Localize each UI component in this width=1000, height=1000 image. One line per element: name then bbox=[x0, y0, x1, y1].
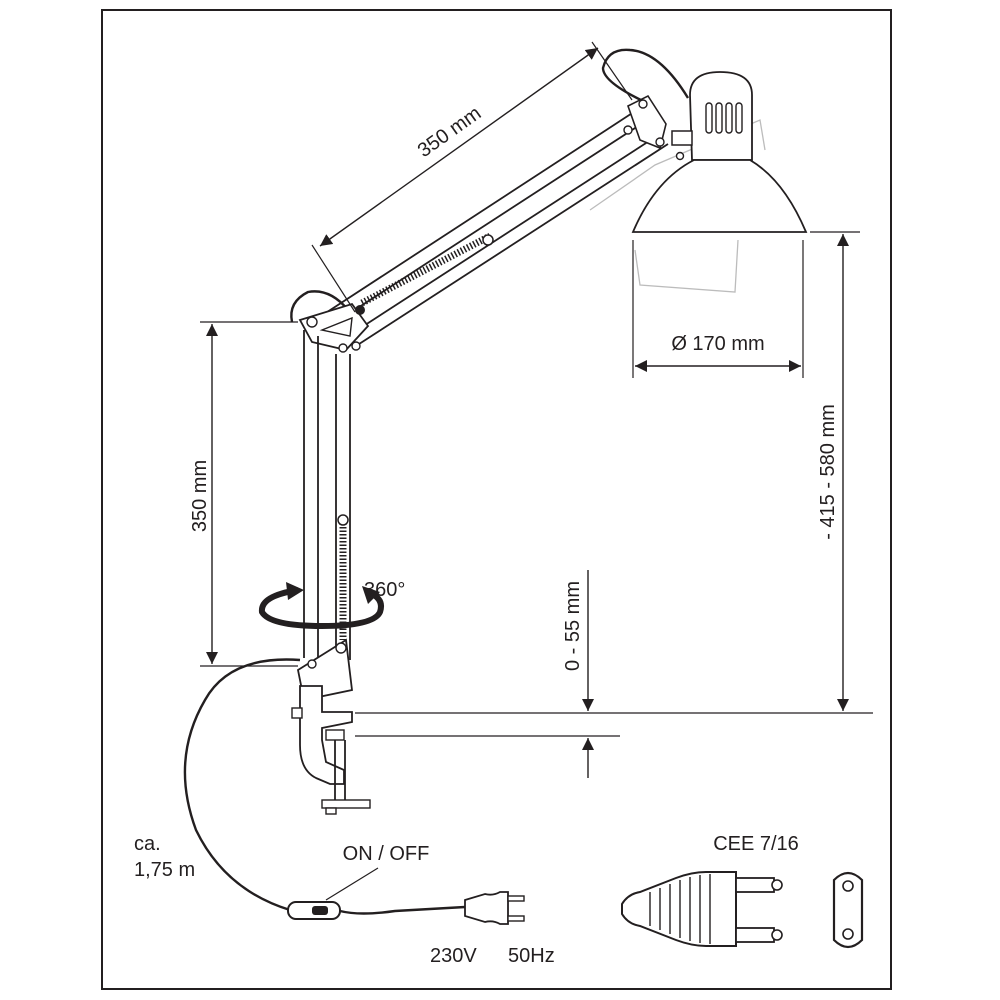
dimension-upper-arm bbox=[311, 41, 633, 313]
diagram-frame bbox=[101, 9, 892, 990]
cable-to-plug bbox=[339, 905, 466, 915]
rotation-label: 360° bbox=[364, 579, 405, 601]
table-reference-lines bbox=[355, 712, 873, 737]
cable-prefix-label: ca. bbox=[134, 833, 161, 855]
clamp-range-label: 0 - 55 mm bbox=[562, 581, 584, 671]
switch-pointer bbox=[325, 867, 379, 901]
clamp-screw-handle bbox=[321, 799, 371, 809]
clamp-body bbox=[299, 685, 353, 785]
lower-arm bbox=[303, 330, 351, 660]
lamp-shade bbox=[589, 71, 808, 293]
inline-switch-icon bbox=[287, 901, 341, 920]
shade-pivot bbox=[671, 130, 693, 146]
cable-upper-arm bbox=[290, 290, 349, 323]
rotation-arrow-icon bbox=[258, 582, 384, 630]
switch-label: ON / OFF bbox=[343, 843, 430, 865]
base-clamp bbox=[291, 638, 371, 815]
height-range-label: - 415 - 580 mm bbox=[817, 404, 839, 540]
cable-length-label: 1,75 m bbox=[134, 859, 195, 881]
voltage-label: 230V bbox=[430, 945, 477, 967]
lower-arm-length-label: 350 mm bbox=[189, 460, 211, 532]
socket-outline-icon bbox=[832, 871, 864, 949]
vent-slots bbox=[705, 102, 743, 134]
head-bracket bbox=[627, 94, 667, 150]
power-cable bbox=[183, 658, 301, 912]
euro-plug-icon bbox=[464, 891, 525, 925]
shade-diameter-label: Ø 170 mm bbox=[671, 333, 764, 355]
frequency-label: 50Hz bbox=[508, 945, 555, 967]
dimension-shade-diameter bbox=[632, 240, 804, 378]
elbow-joint bbox=[298, 302, 370, 353]
plug-standard-label: CEE 7/16 bbox=[713, 833, 799, 855]
large-euro-plug-icon bbox=[621, 871, 783, 947]
upper-spring bbox=[360, 232, 492, 307]
upper-arm bbox=[317, 94, 685, 347]
cable-top-loop bbox=[601, 48, 690, 104]
dimension-lower-arm bbox=[200, 321, 298, 667]
shade-cone bbox=[631, 159, 808, 233]
dimension-height bbox=[810, 231, 860, 711]
